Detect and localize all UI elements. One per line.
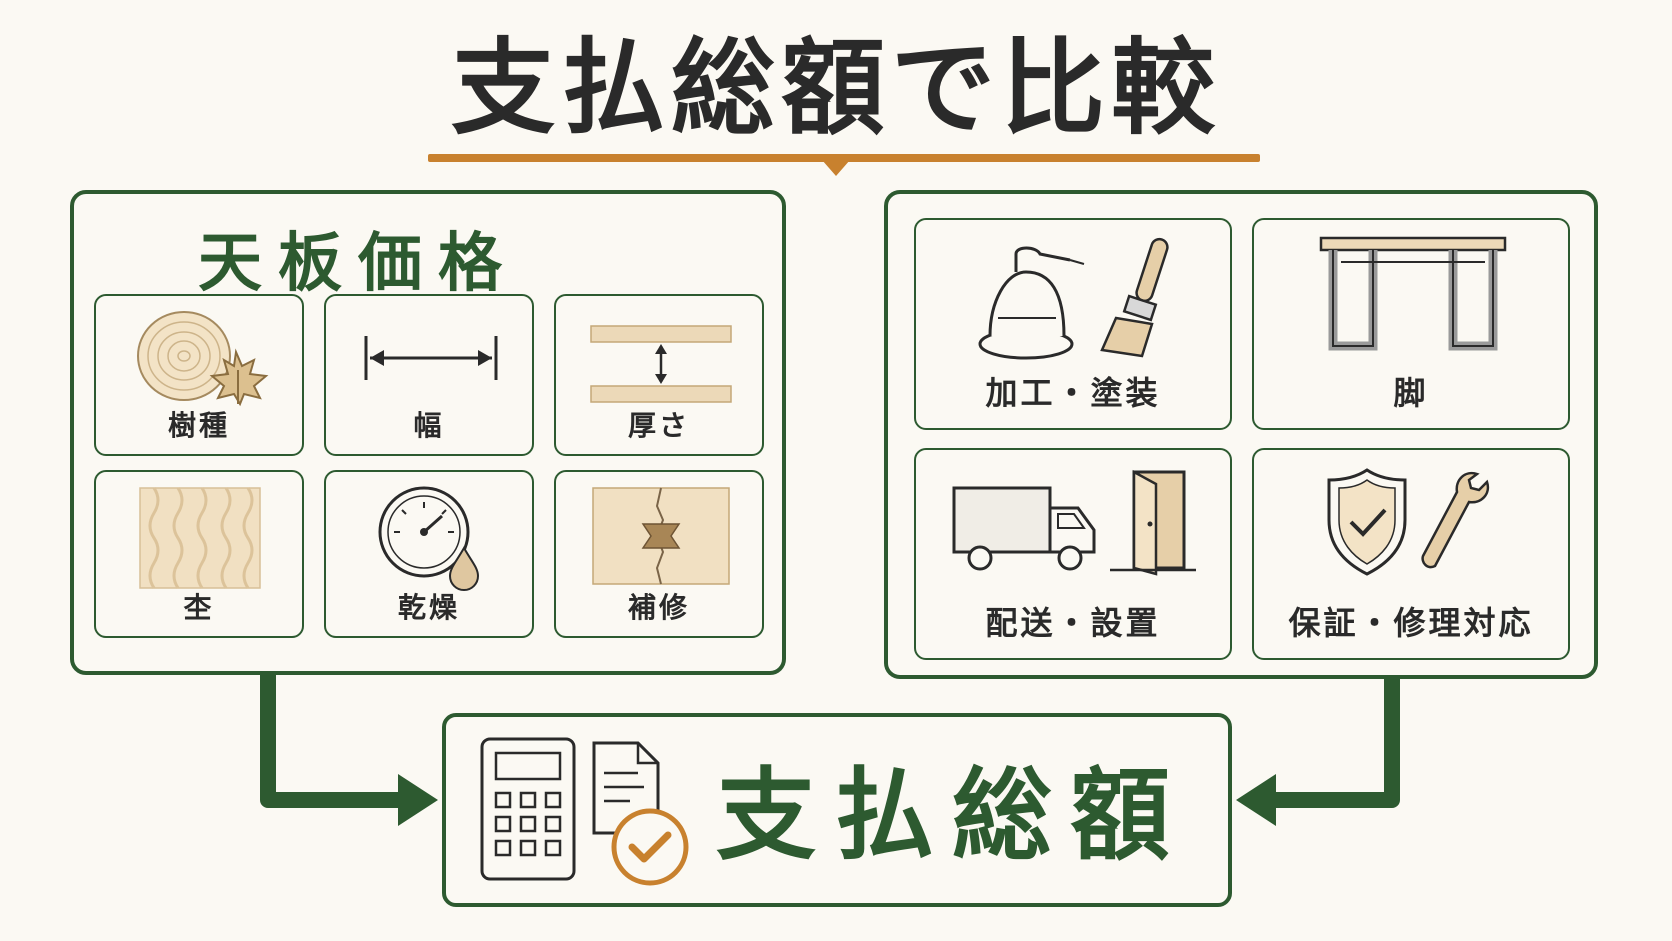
- card-warranty-repair: 保証・修理対応: [1252, 448, 1570, 660]
- card-delivery-installation-label: 配送・設置: [985, 604, 1161, 642]
- width-arrow-icon: [364, 336, 498, 380]
- card-width: 幅: [324, 294, 534, 456]
- title-underline-notch: [822, 160, 850, 176]
- card-delivery-installation: 配送・設置: [914, 448, 1232, 660]
- card-thickness: 厚さ: [554, 294, 764, 456]
- left-arrowhead: [398, 774, 438, 826]
- card-repair-label: 補修: [627, 591, 690, 624]
- total-payment-label: 支払総額: [716, 757, 1188, 874]
- wood-grain-icon: [139, 487, 261, 589]
- card-figure-label: 杢: [183, 591, 215, 624]
- tree-ring-leaf-icon: [137, 311, 269, 407]
- butterfly-key-icon: [592, 487, 730, 585]
- shield-wrench-icon: [1327, 468, 1490, 576]
- right-flow-arrow: [1270, 679, 1400, 808]
- card-species-label: 樹種: [167, 409, 230, 442]
- title-underline: [428, 154, 1260, 162]
- other-costs-panel: 加工・塗装 脚 配送・設置: [884, 190, 1598, 679]
- moisture-gauge-icon: [378, 486, 480, 591]
- sander-brush-icon: [978, 237, 1169, 360]
- card-width-label: 幅: [413, 409, 445, 442]
- card-drying-label: 乾燥: [397, 591, 460, 624]
- left-flow-arrow: [260, 675, 404, 808]
- card-processing-finishing: 加工・塗装: [914, 218, 1232, 430]
- tabletop-price-title: 天板価格: [198, 227, 518, 301]
- card-figure: 杢: [94, 470, 304, 638]
- card-drying: 乾燥: [324, 470, 534, 638]
- calculator-document-icon: [480, 737, 689, 886]
- card-processing-finishing-label: 加工・塗装: [985, 374, 1161, 412]
- thickness-icon: [590, 325, 732, 403]
- card-warranty-repair-label: 保証・修理対応: [1288, 604, 1534, 642]
- card-thickness-label: 厚さ: [627, 409, 690, 442]
- card-repair: 補修: [554, 470, 764, 638]
- total-payment-box: 支払総額: [442, 713, 1232, 907]
- truck-door-icon: [952, 469, 1196, 576]
- page-title: 支払総額で比較: [450, 27, 1221, 149]
- tabletop-price-panel: 天板価格 樹種 幅 厚さ: [70, 190, 786, 675]
- card-legs: 脚: [1252, 218, 1570, 430]
- table-legs-icon: [1319, 236, 1507, 351]
- card-legs-label: 脚: [1393, 374, 1429, 412]
- card-species: 樹種: [94, 294, 304, 456]
- right-arrowhead: [1236, 774, 1276, 826]
